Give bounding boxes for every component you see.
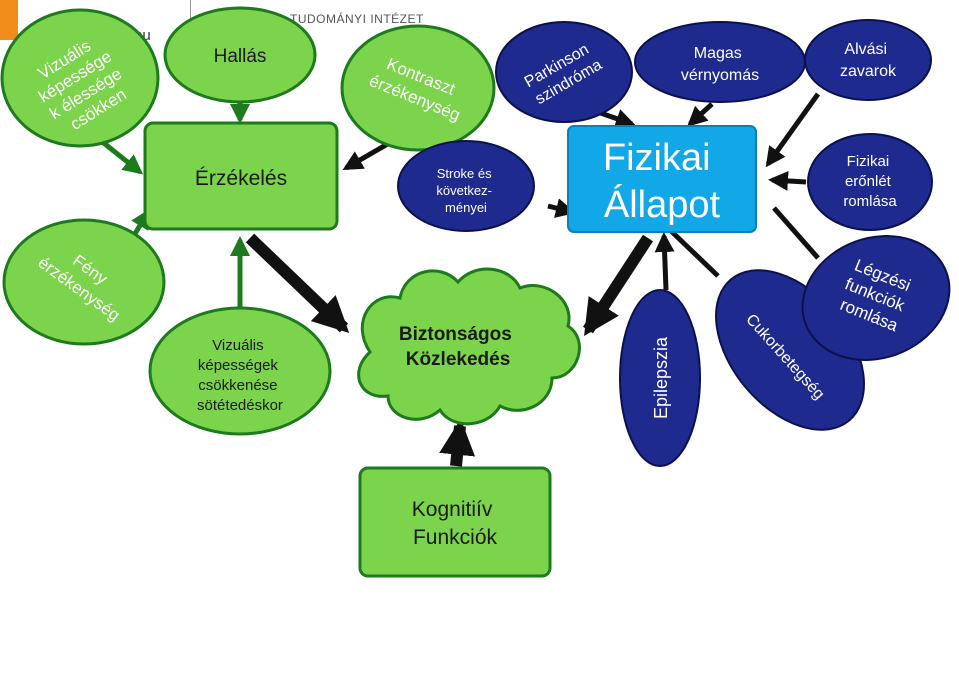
arrow-alvasi-to-fizikai [765, 92, 821, 168]
node-vizualis-elesseg: Vizuális képessége k élessége csökken [0, 8, 160, 148]
sotet-line-1: Vizuális [212, 337, 263, 354]
node-kognitiv: Kognitiív Funkciók [358, 466, 552, 578]
node-biztonsagos-cloud: Biztonságos Közlekedés [357, 267, 581, 426]
arrow-kognitiv-to-biztonsagos [439, 418, 476, 467]
biztonsagos-line-1: Biztonságos [399, 324, 512, 345]
svg-text:Alvási zavarok: Alvási zavarok [840, 41, 897, 80]
stroke-line-1: Stroke és [437, 166, 492, 181]
svg-text:Magas vérnyomás: Magas vérnyomás [681, 45, 759, 84]
arrow-erzekeles-to-biztonsagos [245, 233, 350, 333]
arrow-vizualis-to-erzekeles [98, 138, 144, 175]
fizikai-line-1: Fizikai [603, 137, 711, 179]
header-accent-bar [0, 0, 18, 40]
svg-text:Fizikai Állapot: Fizikai Állapot [603, 137, 721, 226]
node-fizikai-eronlet: Fizikai erőnlét romlása [807, 133, 933, 231]
arrow-eronlet-to-fizikai [768, 170, 807, 191]
node-kontraszt: Kontraszt érzékenység [340, 24, 496, 152]
institute-name: TUDOMÁNYI INTÉZET [290, 12, 424, 26]
node-erzekeles: Érzékelés [143, 121, 339, 231]
svg-text:Biztonságos Közlekedés: Biztonságos Közlekedés [399, 324, 517, 370]
sotet-line-2: képességek [198, 357, 279, 374]
node-feny: Fény érzékenység [2, 218, 166, 346]
fizikai-line-2: Állapot [604, 183, 721, 226]
node-epilepszia: Epilepszia [619, 289, 701, 467]
arrow-magas-to-fizikai [687, 102, 714, 127]
node-alvasi-zavarok: Alvási zavarok [804, 19, 932, 101]
hallas-label: Hallás [214, 46, 267, 67]
arrow-cukor-to-fizikai [668, 228, 720, 278]
arrow-fizikai-to-biztonsagos [582, 234, 654, 337]
eronlet-line-3: romlása [843, 193, 897, 210]
node-stroke: Stroke és következ- ményei [397, 140, 535, 232]
svg-text:Vizuális képességek: Vizuális képességek csökkenése sötétedés… [197, 337, 283, 414]
stroke-line-2: következ- [436, 183, 492, 198]
arrow-legzesi-to-fizikai [772, 206, 820, 260]
magas-line-1: Magas [694, 45, 742, 62]
kognitiv-line-2: Funkciók [413, 526, 498, 549]
magas-line-2: vérnyomás [681, 67, 759, 84]
svg-text:Fizikai erőnlét ro: Fizikai erőnlét romlása [843, 153, 897, 210]
node-vizualis-sotet: Vizuális képességek csökkenése sötétedés… [148, 306, 332, 436]
node-parkinson: Parkinson szindróma [495, 21, 633, 123]
sotet-line-4: sötétedéskor [197, 397, 283, 414]
node-legzesi: Légzési funkciók romlása [801, 235, 951, 361]
kognitiv-line-1: Kognitiív [412, 498, 493, 521]
eronlet-line-1: Fizikai [847, 153, 890, 170]
svg-text:Parkinson szindróma: Parkinson szindróma [522, 39, 606, 109]
alvasi-line-2: zavarok [840, 63, 897, 80]
erzekeles-label: Érzékelés [195, 167, 287, 190]
epilepszia-label: Epilepszia [651, 336, 671, 419]
eronlet-line-2: erőnlét [845, 173, 892, 190]
biztonsagos-line-2: Közlekedés [406, 349, 511, 370]
node-magas-vernyomas: Magas vérnyomás [634, 21, 806, 103]
node-fizikai-allapot: Fizikai Állapot [567, 125, 757, 233]
alvasi-line-1: Alvási [844, 41, 887, 58]
node-hallas: Hallás [163, 6, 317, 104]
sotet-line-3: csökkenése [198, 377, 277, 394]
svg-text:Stroke és következ-: Stroke és következ- ményei [436, 166, 495, 215]
stroke-line-3: ményei [445, 200, 487, 215]
arrow-epilepszia-to-fizikai [654, 232, 675, 291]
svg-text:Kognitiív Funkciók: Kognitiív Funkciók [412, 498, 498, 549]
